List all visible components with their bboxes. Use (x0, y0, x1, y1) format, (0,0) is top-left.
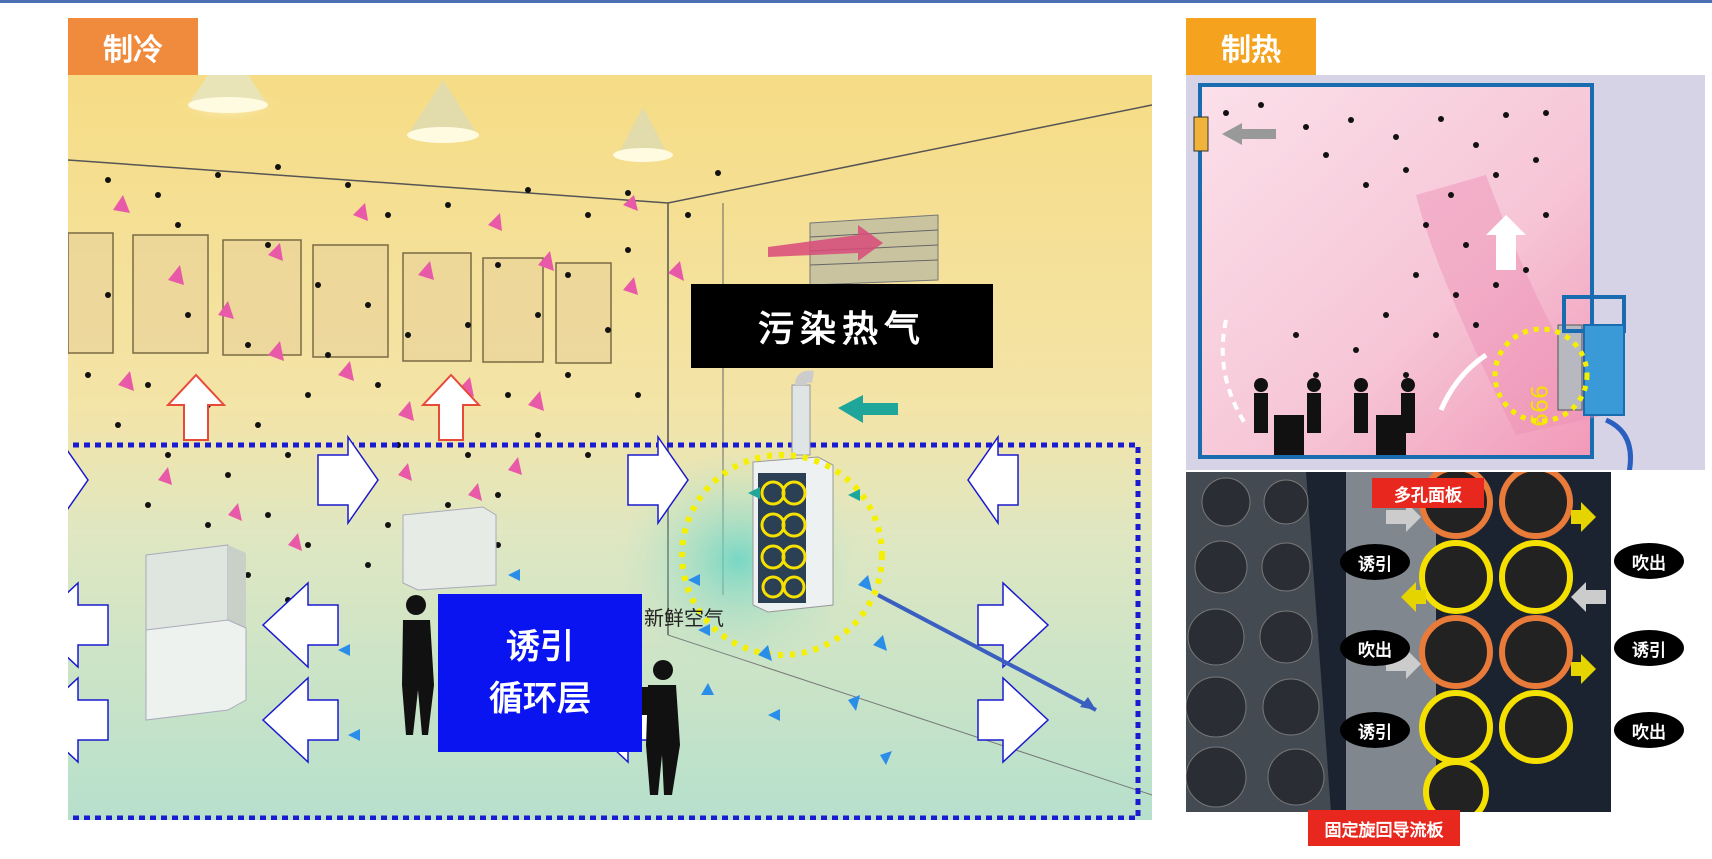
detail-connector (877, 593, 1097, 712)
rising-air-arrows (113, 195, 684, 591)
ceiling-lamps (173, 75, 673, 162)
panel-blow-label-2: 吹出 (1340, 630, 1410, 666)
heating-title: 制热 (1186, 18, 1316, 75)
panel-blow-label-1: 吹出 (1614, 543, 1684, 579)
fresh-air-label: 新鲜空气 (644, 606, 724, 630)
cooling-title: 制冷 (68, 18, 198, 75)
rising-heat-arrow (1486, 215, 1526, 270)
panel-blow-arrows (1401, 502, 1596, 684)
panel-induce-label-3: 诱引 (1340, 712, 1410, 748)
cabinets (145, 506, 497, 721)
fresh-air-intake-arrow (838, 395, 898, 423)
wall-panels (68, 232, 612, 364)
unit-highlight-circle (679, 452, 885, 658)
exhaust-arrow (1222, 123, 1276, 145)
induction-unit (679, 370, 898, 658)
polluted-hot-air-label: 污染热气 (691, 284, 993, 368)
panel-induce-label-2: 诱引 (1614, 630, 1684, 666)
heating-people (1254, 378, 1415, 455)
panel-flow-arrows (1386, 502, 1606, 679)
heating-unit (1557, 324, 1583, 411)
induction-label-line1: 诱引 (506, 627, 574, 667)
exhaust-outlet (1193, 116, 1209, 152)
heating-room-illustration: 999 (1186, 75, 1705, 470)
perforated-fans (1186, 477, 1325, 808)
multi-hole-panel-label: 多孔面板 (1372, 478, 1484, 508)
cooling-room-illustration (68, 75, 1152, 820)
large-up-arrows (165, 373, 482, 441)
top-rule (0, 0, 1712, 3)
induction-label-line2: 循环层 (489, 679, 591, 719)
multi-hole-panel-detail (1186, 472, 1611, 812)
fixed-swirl-vane-label: 固定旋回导流板 (1308, 810, 1460, 846)
induction-circulation-label: 诱引 循环层 (438, 594, 642, 752)
exhaust-vent (768, 214, 939, 286)
panel-induce-label-1: 诱引 (1340, 544, 1410, 580)
panel-blow-label-3: 吹出 (1614, 712, 1684, 748)
